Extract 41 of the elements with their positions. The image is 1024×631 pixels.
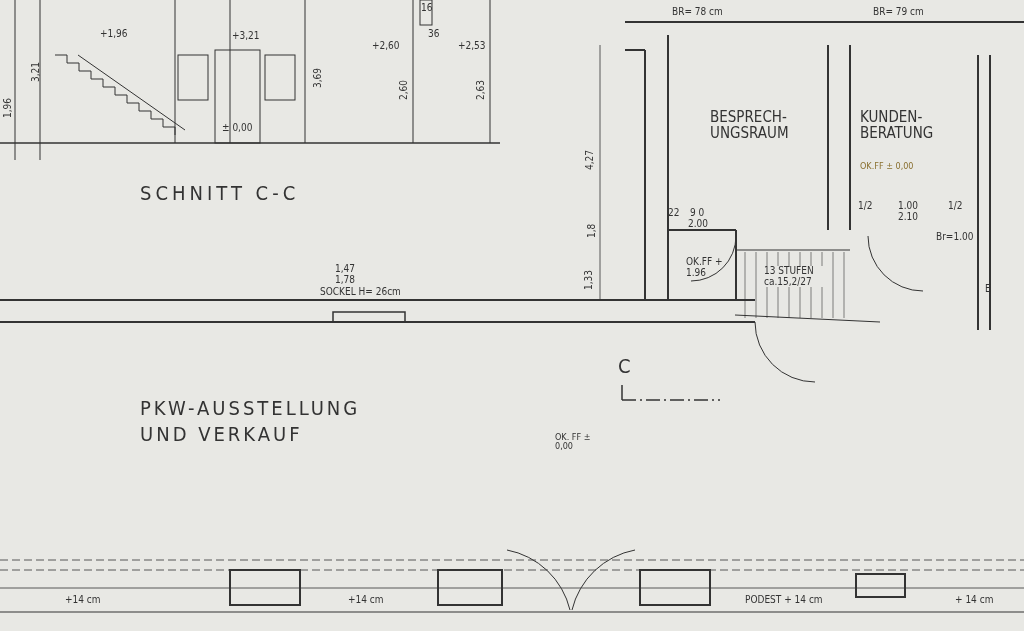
- floor-level-label: OK.FF ± 0,00: [860, 162, 914, 172]
- dimension-label: SOCKEL H= 26cm: [320, 286, 401, 297]
- dimension-label: 1,96: [2, 97, 13, 118]
- room-label: KUNDEN- BERATUNG: [860, 110, 935, 142]
- dimension-label: BR= 78 cm: [672, 6, 723, 17]
- dimension-label: +14 cm: [348, 594, 384, 605]
- dimension-label: BR= 79 cm: [873, 6, 924, 17]
- dimension-label: 16: [421, 2, 433, 13]
- dimension-label: 2,63: [475, 79, 486, 100]
- floor-level-label: OK.FF + 1.96: [686, 256, 724, 278]
- floor-level-label: OK. FF ± 0,00: [555, 433, 592, 452]
- dimension-label: +2,60: [372, 40, 400, 51]
- dimension-label: +1,96: [100, 28, 128, 39]
- dimension-label: 1/2: [948, 200, 963, 211]
- dimension-label: +14 cm: [65, 594, 101, 605]
- dimension-label: 1,47: [335, 263, 356, 274]
- dimension-label: + 14 cm: [955, 594, 994, 605]
- dimension-label: 36: [428, 28, 440, 39]
- dimension-label: ± 0,00: [222, 122, 253, 133]
- room-label: PKW-AUSSTELLUNG UND VERKAUF: [140, 395, 362, 447]
- dimension-label: 3,69: [312, 67, 323, 88]
- room-label: BESPRECH- UNGSRAUM: [710, 110, 790, 142]
- section-title: SCHNITT C-C: [140, 182, 300, 204]
- dimension-label: 1,78: [335, 274, 356, 285]
- dimension-label: 1.00: [898, 200, 919, 211]
- dimension-label: 3,21: [30, 61, 41, 82]
- dimension-label: 4,27: [584, 149, 595, 170]
- dimension-label: 1,33: [583, 269, 594, 290]
- section-mark: C: [618, 355, 635, 377]
- dimension-label: +2,53: [458, 40, 486, 51]
- dimension-label: 9 0: [690, 207, 705, 218]
- dimension-label: 2.10: [898, 211, 919, 222]
- dimension-label: 22: [668, 207, 680, 218]
- dimension-label: 1/2: [858, 200, 873, 211]
- dimension-label: 2,60: [398, 79, 409, 100]
- dimension-label: 2.00: [688, 218, 709, 229]
- dimension-label: +3,21: [232, 30, 260, 41]
- dimension-label: Br=1.00: [936, 231, 974, 242]
- dimension-label: PODEST + 14 cm: [745, 594, 823, 605]
- room-label: 13 STUFEN ca.15,2/27: [764, 266, 824, 287]
- dimension-label: 1,8: [586, 223, 597, 238]
